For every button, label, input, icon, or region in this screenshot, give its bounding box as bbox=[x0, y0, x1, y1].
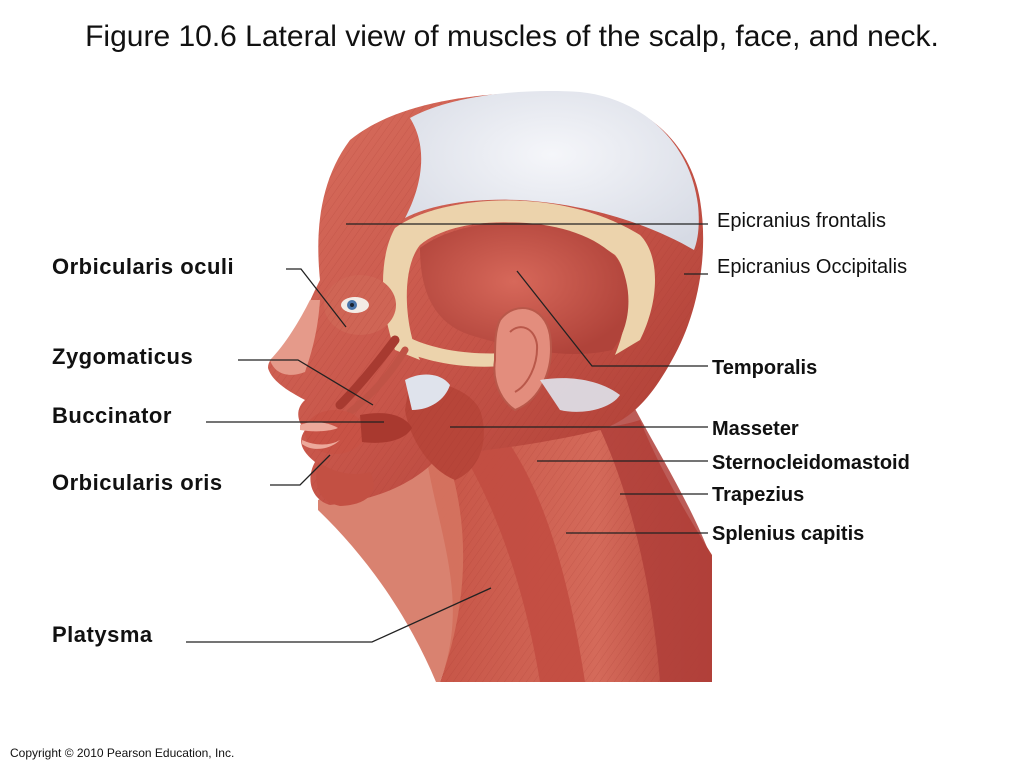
label-zygomaticus: Zygomaticus bbox=[52, 344, 194, 369]
label-orbicularis-oris: Orbicularis oris bbox=[52, 470, 223, 495]
label-epicranius-occipitalis: Epicranius Occipitalis bbox=[717, 256, 908, 278]
buccinator-muscle-shape bbox=[360, 413, 412, 443]
occipital-tendon bbox=[540, 378, 620, 412]
temporalis-muscle-shape bbox=[420, 222, 629, 355]
label-trapezius: Trapezius bbox=[712, 484, 805, 506]
leader-zygomaticus bbox=[238, 359, 374, 406]
nose bbox=[270, 300, 320, 375]
label-platysma: Platysma bbox=[52, 622, 153, 647]
zygomaticus-strands bbox=[335, 335, 409, 416]
leader-temporalis bbox=[516, 270, 708, 367]
label-masseter: Masseter bbox=[712, 418, 799, 440]
leader-platysma bbox=[186, 587, 492, 643]
leader-orbicularis-oris bbox=[270, 454, 331, 486]
eye-region bbox=[324, 275, 396, 335]
ear bbox=[493, 307, 552, 412]
parotid-fascia bbox=[405, 374, 450, 410]
label-temporalis: Temporalis bbox=[712, 357, 818, 379]
label-orbicularis-oculi: Orbicularis oculi bbox=[52, 254, 235, 279]
chin bbox=[316, 462, 374, 506]
galea-aponeurotica bbox=[405, 91, 699, 251]
label-buccinator: Buccinator bbox=[52, 403, 172, 428]
label-splenius-capitis: Splenius capitis bbox=[712, 523, 865, 545]
leader-orbicularis-oculi bbox=[286, 268, 347, 328]
neck-region bbox=[318, 380, 712, 682]
label-epicranius-frontalis: Epicranius frontalis bbox=[717, 210, 886, 232]
zygomatic-arch bbox=[405, 338, 520, 367]
mouth-region bbox=[300, 410, 365, 454]
copyright-notice: Copyright © 2010 Pearson Education, Inc. bbox=[10, 746, 235, 760]
slide-title: Figure 10.6 Lateral view of muscles of t… bbox=[85, 20, 939, 53]
leader-lines bbox=[186, 223, 708, 643]
label-sternocleidomastoid: Sternocleidomastoid bbox=[712, 452, 910, 474]
